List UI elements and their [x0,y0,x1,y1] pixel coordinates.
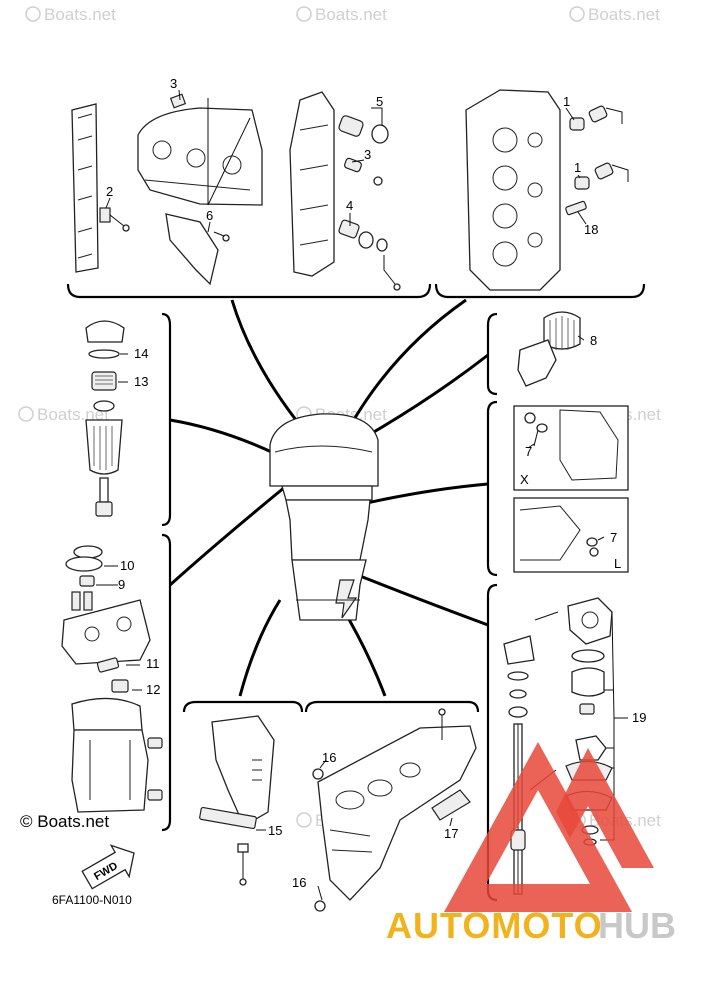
diagram-code: 6FA1100-N010 [52,893,132,907]
callout-4: 4 [346,198,353,213]
callout-7b: 7 [610,530,617,545]
part-lower-unit [312,708,477,912]
svg-text:Boats.net: Boats.net [44,5,116,24]
callout-17: 17 [444,826,458,841]
callout-1b: 1 [574,160,581,175]
part-cylinder-head [465,89,629,291]
svg-text:Boats.net: Boats.net [588,5,660,24]
outboard-motor-overview [269,413,379,621]
callout-14: 14 [134,346,148,361]
part-side-plate [289,91,401,291]
copyright-text: © Boats.net [20,812,109,831]
callout-12: 12 [146,682,160,697]
detail-view-x: X [513,405,629,491]
part-crankcase [137,93,263,286]
callout-13: 13 [134,374,148,389]
callout-10: 10 [120,558,134,573]
logo-text-automoto: AUTOMOTO [386,905,603,946]
callout-9: 9 [118,577,125,592]
svg-text:Boats.net: Boats.net [315,5,387,24]
part-bracket-rail [71,103,130,273]
callout-numbers: 1 1 2 3 3 4 5 6 7 7 8 9 10 11 12 13 14 1… [106,76,646,890]
callout-11: 11 [146,656,160,671]
callout-15: 15 [268,823,282,838]
callout-2: 2 [106,184,113,199]
watermark-top-left: Boats.net [25,5,116,24]
detail-view-l: L [513,497,629,573]
callout-6: 6 [206,208,213,223]
fwd-arrow: FWD [81,844,135,890]
svg-text:Boats.net: Boats.net [37,405,109,424]
watermark-top-right: Boats.net [569,5,660,24]
automotohub-logo: AUTOMOTO HUB [386,742,676,946]
callout-18: 18 [584,222,598,237]
view-label-l: L [614,556,621,571]
callout-16a: 16 [322,750,336,765]
part-oil-filter [517,311,581,387]
watermark-top-center: Boats.net [296,5,387,24]
part-fuel-pump-assembly [61,545,163,813]
callout-19: 19 [632,710,646,725]
callout-5: 5 [376,94,383,109]
callout-7a: 7 [525,444,532,459]
logo-text-hub: HUB [598,905,676,946]
callout-3b: 3 [364,147,371,162]
part-fuel-filter [85,320,125,517]
callout-16b: 16 [292,875,306,890]
copyright-block: © Boats.net [20,812,109,831]
watermark-mid-left: Boats.net [18,405,109,424]
view-label-x: X [520,472,529,487]
callout-8: 8 [590,333,597,348]
callout-1a: 1 [563,94,570,109]
part-bracket-anode [199,715,275,886]
callout-3a: 3 [170,76,177,91]
